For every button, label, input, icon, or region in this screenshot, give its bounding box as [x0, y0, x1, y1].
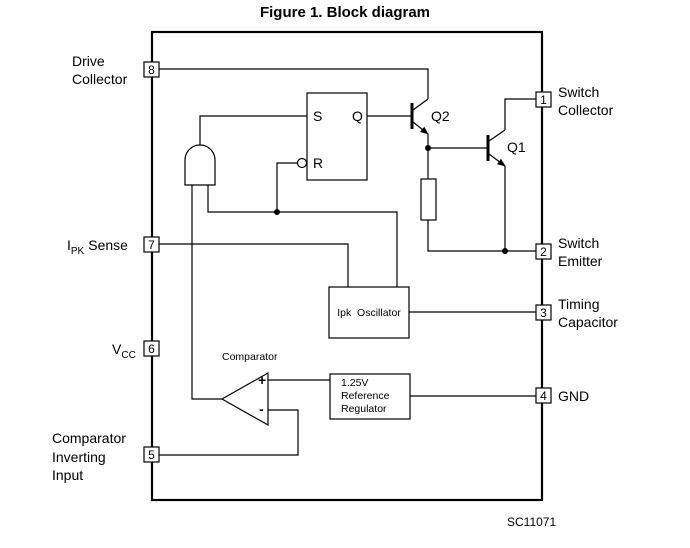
pin-5-number: 5 [148, 448, 155, 462]
pin-1-label-line1: Switch [558, 84, 599, 100]
q2-label: Q2 [431, 108, 450, 124]
q2-collector-leg [412, 98, 429, 111]
pin-4-number: 4 [540, 389, 547, 403]
pin-8-number: 8 [148, 63, 155, 77]
flipflop-s-label: S [313, 108, 322, 124]
wire-and-osc [207, 185, 398, 287]
pin-3-label-line1: Timing [558, 296, 600, 312]
reference-label-line3: Regulator [341, 403, 387, 415]
pin-1-label-line2: Collector [558, 102, 614, 118]
pin-7-label-rest: Sense [88, 237, 128, 253]
comparator-label: Comparator [222, 351, 278, 363]
wire-r [276, 162, 297, 212]
pin-8-label-line1: Drive [72, 53, 105, 69]
wire-pin8-q2c [159, 68, 429, 99]
resistor [420, 178, 437, 221]
pin-3-label-line2: Capacitor [558, 314, 618, 330]
comparator-minus: - [259, 401, 264, 417]
q1-emitter-leg [488, 153, 506, 167]
pin-5-label-line2: Inverting [52, 449, 106, 465]
pin-5-label-line1: Comparator [52, 430, 126, 446]
pin-6-box [143, 340, 160, 357]
pin-1-number: 1 [540, 93, 547, 107]
flipflop-box [306, 92, 368, 181]
flipflop-r-bubble [296, 157, 308, 169]
oscillator-label: Ipk Oscillator [337, 307, 401, 319]
comparator-triangle [220, 371, 269, 427]
figure-title: Figure 1. Block diagram [259, 4, 431, 21]
junction-dot [274, 209, 280, 215]
pin-2-number: 2 [540, 245, 547, 259]
reference-label-line2: Reference [341, 390, 390, 402]
comparator-plus: + [258, 372, 266, 388]
drawing-code: SC11071 [507, 515, 556, 529]
pin-7-label-sub: PK [71, 246, 85, 257]
junction-dot [502, 248, 508, 254]
pin-6-label: VCC [112, 341, 136, 361]
wire-ipk-osc [159, 243, 349, 287]
wire-resistor-pin2 [427, 220, 536, 252]
junction-dot [425, 145, 431, 151]
pin-6-label-sub: CC [121, 350, 135, 361]
pin-5-label-line3: Input [52, 467, 83, 483]
reference-label-line1: 1.25V [341, 377, 368, 389]
flipflop-r-label: R [313, 155, 323, 171]
and-gate [184, 144, 216, 186]
q1-label: Q1 [507, 139, 526, 155]
pin-7-label-main: I [67, 237, 71, 253]
pin-3-number: 3 [540, 306, 547, 320]
ic-outline [150, 30, 544, 502]
wire-minus-pin5 [159, 409, 299, 456]
pin-4-label: GND [558, 388, 589, 404]
flipflop-q-label: Q [352, 108, 363, 124]
pin-7-number: 7 [148, 238, 155, 252]
pin-2-label-line2: Emitter [558, 253, 603, 269]
q2-emitter-leg [412, 121, 429, 135]
wire-and-s [199, 115, 307, 145]
pin-2-label-line1: Switch [558, 235, 599, 251]
pin-8-label-line2: Collector [72, 71, 128, 87]
pin-6-label-main: V [112, 341, 122, 357]
q1-collector-leg [488, 129, 506, 142]
wire-and-comp [191, 185, 222, 400]
pin-6-number: 6 [148, 342, 155, 356]
wire-q1c-pin1 [504, 98, 536, 130]
